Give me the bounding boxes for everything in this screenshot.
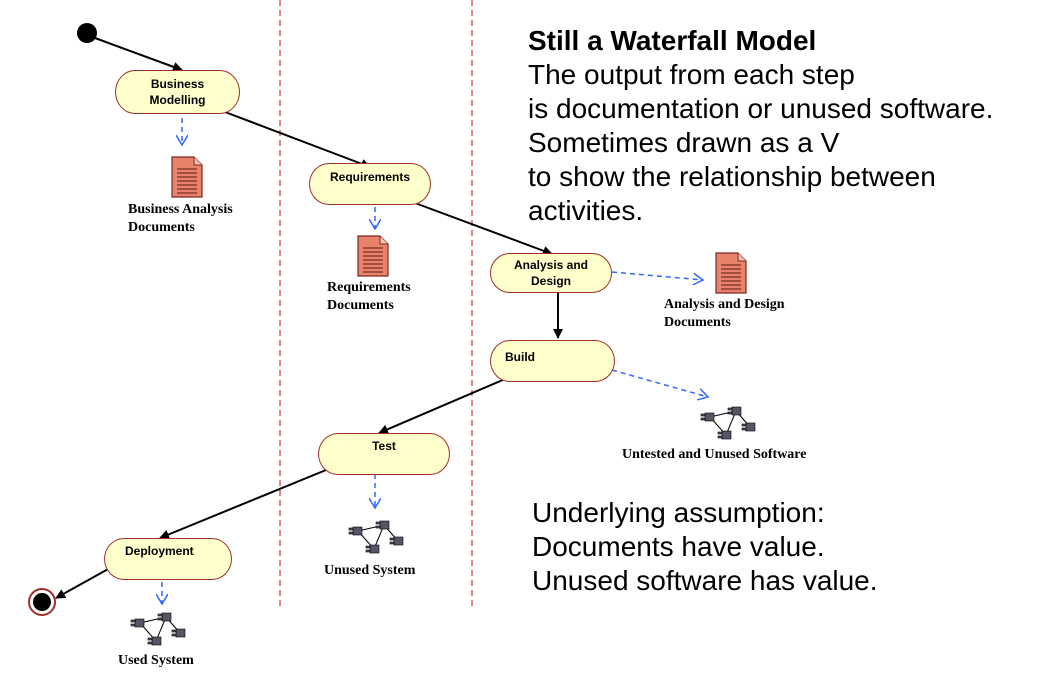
dep-build-software [611,369,708,397]
business-analysis-documents-label: Business Analysis Documents [128,201,233,237]
waterfall-note-line-4: to show the relationship between [528,161,936,192]
activity-test: Test [318,433,450,475]
untested-software-component-icon [700,406,756,440]
activity-test-label: Test [372,439,396,453]
activity-build: Build [490,340,615,382]
analysis-design-documents-label: Analysis and Design Documents [664,296,785,332]
assumption-note: Underlying assumption: Documents have va… [532,496,878,598]
analysis-design-documents-line2: Documents [664,315,731,330]
activity-build-label: Build [505,350,535,364]
activity-requirements-label: Requirements [329,170,411,184]
requirements-documents-line1: Requirements [327,280,411,295]
flow-deployment-to-end [55,567,111,599]
unused-system-component-icon [348,520,404,554]
untested-unused-software-label: Untested and Unused Software [622,447,807,462]
flow-requirements-to-analysis [414,202,553,256]
requirements-documents-label: Requirements Documents [327,279,411,315]
activity-analysis-design: Analysis and Design [490,253,612,293]
activity-deployment-label: Deployment [125,544,194,558]
final-node-inner [33,593,51,611]
activity-analysis-design-line1: Analysis and [513,258,589,272]
activity-analysis-design-line2: Design [530,274,571,288]
dep-analysis-docs [611,271,703,280]
requirements-document-icon [357,235,389,277]
used-system-label: Used System [118,653,194,668]
waterfall-note: Still a Waterfall Model The output from … [528,24,993,228]
assumption-note-line-2: Documents have value. [532,531,825,562]
activity-deployment: Deployment [104,538,232,580]
assumption-note-line-1: Underlying assumption: [532,497,825,528]
analysis-design-document-icon [715,252,747,294]
business-analysis-documents-line1: Business Analysis [128,202,233,217]
flow-build-to-test [378,378,506,435]
flow-test-to-deployment [159,469,327,540]
waterfall-note-line-1: The output from each step [528,59,855,90]
waterfall-note-line-5: activities. [528,195,644,226]
assumption-note-line-3: Unused software has value. [532,565,878,596]
business-analysis-documents-line2: Documents [128,220,195,235]
initial-node [77,23,97,43]
business-analysis-document-icon [171,156,203,198]
flow-business-to-requirements [224,111,371,169]
used-system-component-icon [130,612,186,646]
flow-start-to-business [94,37,183,72]
activity-business-modelling-line1: Business [150,77,205,91]
activity-business-modelling: Business Modelling [115,70,240,114]
waterfall-note-line-2: is documentation or unused software. [528,93,994,124]
unused-system-label: Unused System [324,563,416,578]
analysis-design-documents-line1: Analysis and Design [664,297,785,312]
activity-requirements: Requirements [309,163,431,205]
requirements-documents-line2: Documents [327,298,394,313]
waterfall-note-title: Still a Waterfall Model [528,25,817,56]
waterfall-note-line-3: Sometimes drawn as a V [528,127,840,158]
activity-business-modelling-line2: Modelling [149,93,206,107]
